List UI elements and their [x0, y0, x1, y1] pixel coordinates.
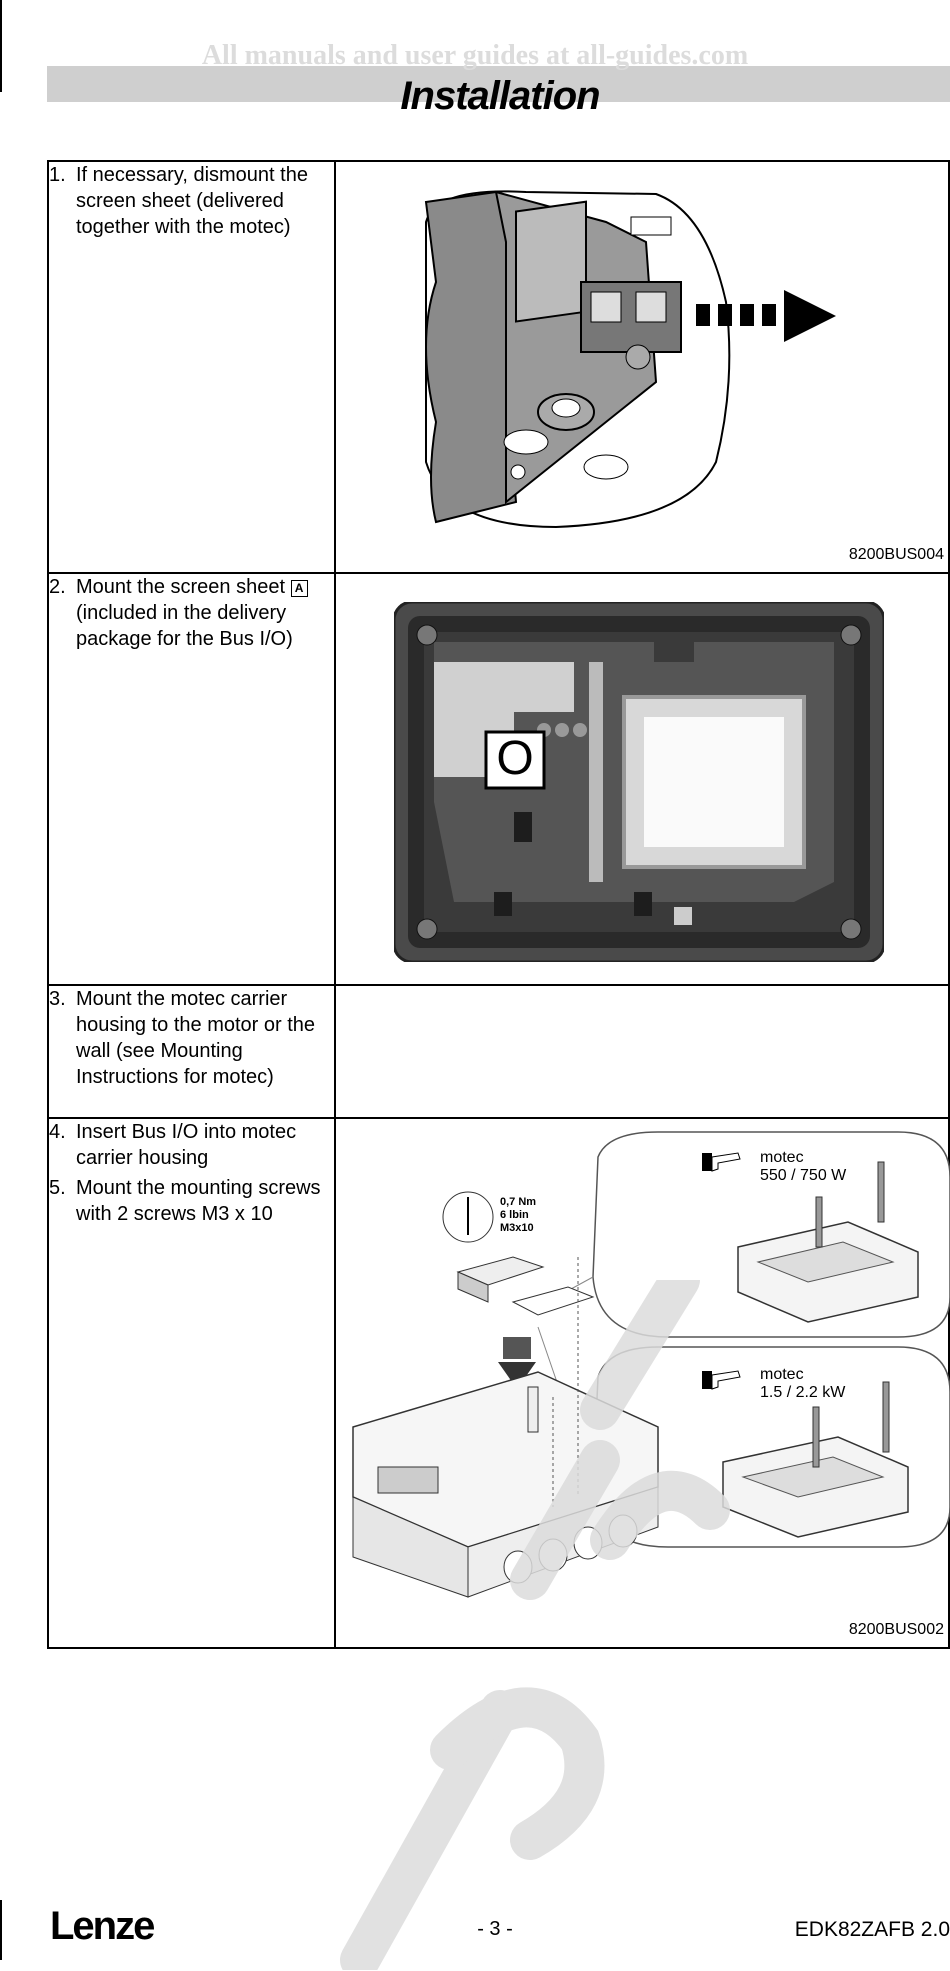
step-text-cell: 3. Mount the motec carrier housing to th…: [47, 984, 336, 1119]
screen-sheet-mount-photo: O: [394, 602, 884, 962]
torque-nm: 0,7 Nm: [500, 1196, 536, 1208]
step-item: 5. Mount the mounting screws with 2 scre…: [49, 1175, 334, 1227]
table-row: 3. Mount the motec carrier housing to th…: [47, 984, 950, 1119]
step-text-cell: 4. Insert Bus I/O into motec carrier hou…: [47, 1117, 336, 1649]
figure-cell-empty: [334, 984, 950, 1119]
motec-large-label: motec: [760, 1366, 804, 1383]
motec-small-power: 550 / 750 W: [760, 1167, 847, 1184]
motec-large-power: 1.5 / 2.2 kW: [760, 1384, 846, 1401]
step-text: Mount the screen sheet: [76, 576, 286, 598]
figure-cell: motec 550 / 750 W motec 1.5 / 2.2 kW 0,7…: [334, 1117, 950, 1649]
screw-size: M3x10: [500, 1222, 534, 1234]
table-row: 4. Insert Bus I/O into motec carrier hou…: [47, 1117, 950, 1649]
torque-lbin: 6 lbin: [500, 1209, 529, 1221]
figure-label: O: [496, 732, 533, 785]
step-number: 1.: [49, 164, 66, 186]
page-title: Installation: [400, 74, 600, 118]
figure-cell: 8200BUS004: [334, 160, 950, 574]
page-edge-rule: [0, 0, 2, 92]
table-row: 2. Mount the screen sheet A (included in…: [47, 572, 950, 986]
figure-cell: O: [334, 572, 950, 986]
marker-a: A: [290, 580, 308, 597]
step-text-cell: 1. If necessary, dismount the screen she…: [47, 160, 336, 574]
step-number: 3.: [49, 988, 66, 1010]
step-item: 1. If necessary, dismount the screen she…: [49, 162, 334, 240]
step-text-continued: (included in the delivery package for th…: [76, 602, 293, 650]
step-text: Mount the mounting screws with 2 screws …: [76, 1177, 321, 1225]
step-item: 2. Mount the screen sheet A (included in…: [49, 574, 334, 652]
step-item: 4. Insert Bus I/O into motec carrier hou…: [49, 1119, 334, 1171]
step-text-cell: 2. Mount the screen sheet A (included in…: [47, 572, 336, 986]
site-watermark: All manuals and user guides at all-guide…: [201, 40, 749, 71]
step-text: Insert Bus I/O into motec carrier housin…: [76, 1121, 297, 1169]
step-text: Mount the motec carrier housing to the m…: [76, 988, 316, 1088]
installation-steps-table: 1. If necessary, dismount the screen she…: [47, 160, 950, 1649]
figure-code: 8200BUS002: [848, 1621, 944, 1638]
step-number: 2.: [49, 576, 66, 598]
step-item: 3. Mount the motec carrier housing to th…: [49, 986, 334, 1090]
step-text: If necessary, dismount the screen sheet …: [76, 164, 308, 238]
step-number: 4.: [49, 1121, 66, 1143]
figure-code: 8200BUS004: [848, 546, 944, 563]
lenze-logo: Lenze: [50, 1904, 155, 1948]
step-number: 5.: [49, 1177, 66, 1199]
bus-io-insertion-drawing: motec 550 / 750 W motec 1.5 / 2.2 kW 0,7…: [352, 1131, 950, 1598]
header-bar: [47, 66, 950, 102]
page-edge-rule: [0, 1900, 2, 1960]
document-id: EDK82ZAFB 2.0: [794, 1918, 950, 1941]
motec-small-label: motec: [760, 1149, 804, 1166]
table-row: 1. If necessary, dismount the screen she…: [47, 160, 950, 574]
screen-sheet-dismount-figure: [424, 190, 836, 529]
